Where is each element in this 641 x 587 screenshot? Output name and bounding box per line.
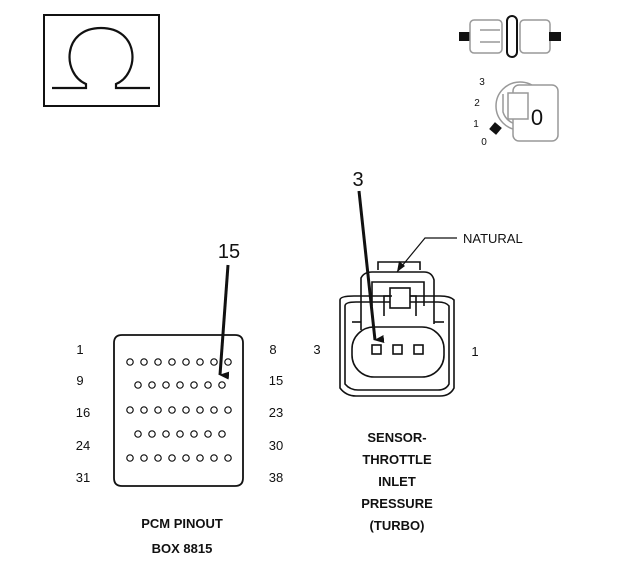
sensor-title-line: (TURBO): [370, 518, 425, 533]
pcm-pin: [190, 381, 198, 389]
pcm-pin: [140, 358, 148, 366]
connector-disconnected-icon: [459, 15, 561, 58]
pcm-callout-pin: 15: [218, 241, 240, 263]
pcm-row-labels: 1 9 16 24 31 8 15 23 30 38: [76, 342, 283, 485]
pcm-pin: [182, 406, 190, 414]
pcm-pin: [134, 430, 142, 438]
omega-icon: [52, 26, 150, 90]
pcm-pin: [126, 406, 134, 414]
pcm-pin: [210, 406, 218, 414]
sensor-title-line: INLET: [378, 474, 416, 489]
ignition-key-icon: 0 3 2 1 0: [473, 77, 559, 148]
key-position-2: 2: [474, 98, 480, 109]
pcm-pin: [126, 358, 134, 366]
pcm-pin-grid: [126, 358, 232, 462]
pcm-pin: [218, 430, 226, 438]
pcm-pin: [168, 406, 176, 414]
pcm-pin: [162, 430, 170, 438]
pcm-pin: [154, 406, 162, 414]
key-position-0: 0: [481, 137, 487, 148]
pcm-pin: [134, 381, 142, 389]
pcm-pin: [140, 454, 148, 462]
pcm-connector-body: [113, 334, 244, 487]
pcm-pin: [224, 358, 232, 366]
pcm-pin: [140, 406, 148, 414]
key-position-3: 3: [479, 77, 485, 88]
sensor-title-line: PRESSURE: [361, 496, 433, 511]
pcm-row-label-left: 16: [76, 405, 90, 420]
pcm-connector: [113, 334, 244, 487]
pcm-title-line1: PCM PINOUT: [141, 516, 223, 531]
pcm-pin: [190, 430, 198, 438]
key-position-label: 0: [531, 105, 543, 130]
pcm-pin: [182, 454, 190, 462]
pcm-pin: [154, 358, 162, 366]
sensor-callout-arrow: [357, 190, 385, 344]
pcm-pin: [168, 358, 176, 366]
pcm-row-label-left: 1: [76, 342, 83, 357]
color-leader-arrowhead: [397, 261, 405, 272]
pcm-pin: [224, 406, 232, 414]
pcm-row-label-right: 15: [269, 373, 283, 388]
pcm-title-line2: BOX 8815: [152, 541, 213, 556]
pcm-row-label-right: 38: [269, 470, 283, 485]
sensor-title-line: THROTTLE: [362, 452, 432, 467]
pcm-row-label-right: 23: [269, 405, 283, 420]
pcm-pin: [204, 430, 212, 438]
pcm-pin: [154, 454, 162, 462]
color-leader-line: [396, 237, 457, 273]
key-position-indicator: [489, 122, 502, 135]
pcm-pin: [218, 381, 226, 389]
pcm-pin: [204, 381, 212, 389]
pcm-pin: [176, 430, 184, 438]
sensor-pin-label-left: 3: [313, 342, 320, 357]
pcm-row-label-left: 31: [76, 470, 90, 485]
pcm-callout-arrow: [218, 264, 230, 380]
pcm-pin: [168, 454, 176, 462]
key-position-1: 1: [473, 119, 479, 130]
pcm-row-label-left: 24: [76, 438, 90, 453]
pcm-pin: [176, 381, 184, 389]
pcm-pin: [224, 454, 232, 462]
sensor-title-line: SENSOR-: [367, 430, 426, 445]
pcm-row-label-right: 30: [269, 438, 283, 453]
pcm-pin: [126, 454, 134, 462]
pcm-pin: [210, 358, 218, 366]
sensor-color-label: NATURAL: [463, 231, 523, 246]
pcm-pin: [162, 381, 170, 389]
pcm-pin: [210, 454, 218, 462]
pcm-pin: [182, 358, 190, 366]
pcm-row-label-right: 8: [269, 342, 276, 357]
pcm-pin: [148, 430, 156, 438]
sensor-connector: [339, 261, 455, 397]
ohmmeter-symbol: [43, 14, 160, 107]
pcm-pin: [196, 454, 204, 462]
pcm-pin: [196, 406, 204, 414]
pcm-pin: [196, 358, 204, 366]
sensor-pin-label-right: 1: [471, 344, 478, 359]
pcm-pin: [148, 381, 156, 389]
pcm-row-label-left: 9: [76, 373, 83, 388]
sensor-callout-pin: 3: [352, 169, 363, 191]
